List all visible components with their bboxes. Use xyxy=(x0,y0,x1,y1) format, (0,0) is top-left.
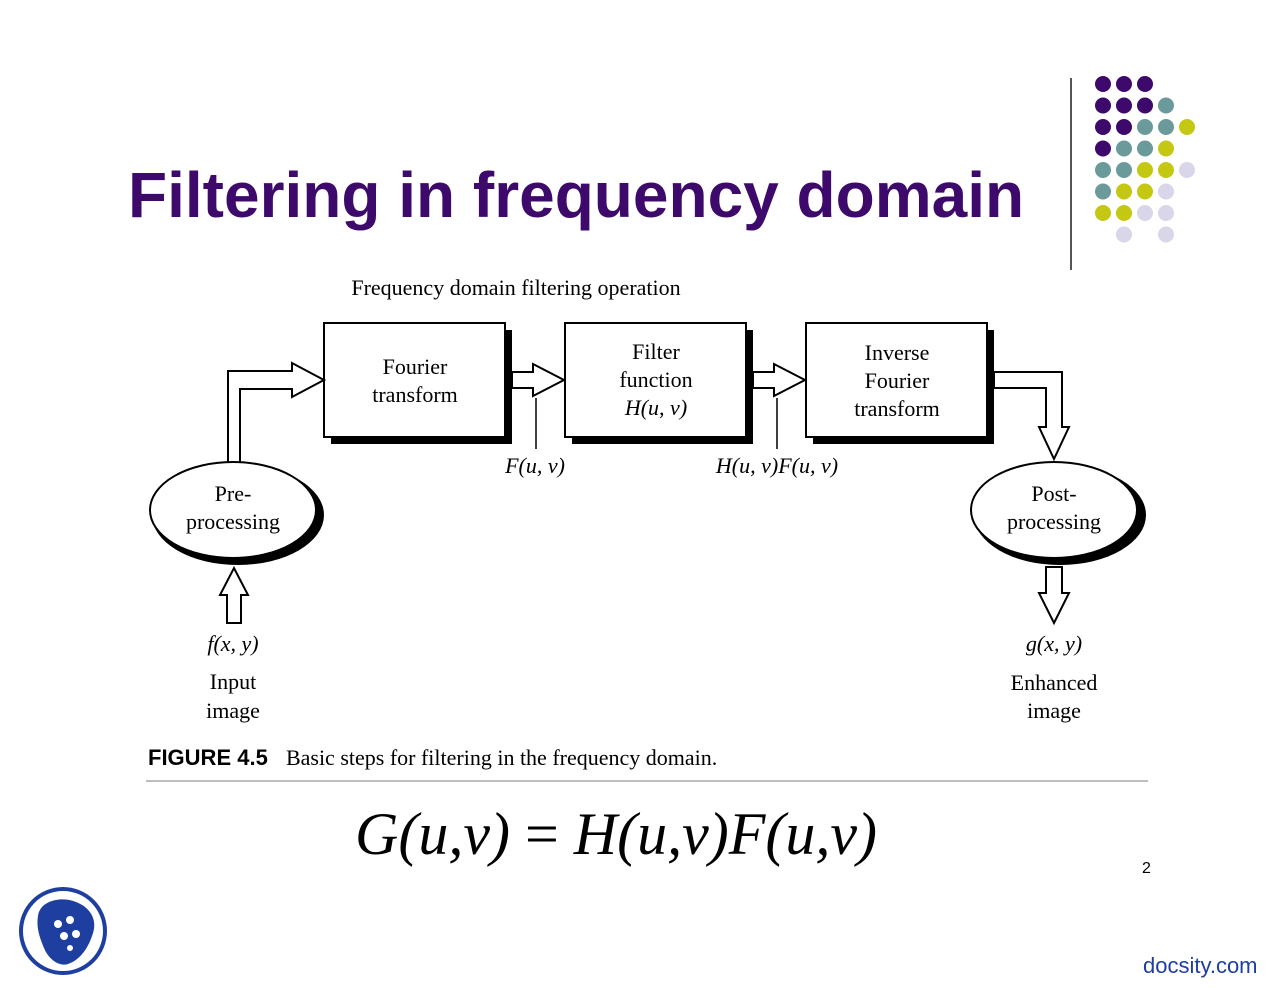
dot xyxy=(1158,140,1174,157)
dot xyxy=(1158,119,1174,135)
dot xyxy=(1095,76,1111,92)
dot xyxy=(1095,119,1111,135)
output-caption-line-2: image xyxy=(1027,698,1081,723)
post-processing-line-1: Post- xyxy=(1031,481,1076,506)
slide-title: Filtering in frequency domain xyxy=(128,159,1025,231)
eq-f: F xyxy=(728,801,766,867)
figure-caption-label: FIGURE 4.5 xyxy=(148,745,268,770)
title-divider xyxy=(1070,78,1072,270)
dot xyxy=(1179,119,1195,135)
pre-processing-ellipse: Pre- processing xyxy=(149,461,317,559)
page-number: 2 xyxy=(1142,860,1151,877)
inverse-fourier-box: Inverse Fourier transform xyxy=(805,322,988,438)
arrow-post-to-output xyxy=(1037,566,1071,626)
dot xyxy=(1116,76,1132,92)
dot xyxy=(1116,119,1132,135)
dot xyxy=(1158,226,1174,243)
dot xyxy=(1158,162,1174,178)
dot xyxy=(1137,97,1153,114)
fourier-transform-box: Fourier transform xyxy=(323,322,506,438)
frequency-filtering-diagram: Frequency domain filtering operation Fou… xyxy=(148,275,1146,770)
post-processing-ellipse: Post- processing xyxy=(970,461,1138,559)
input-signal-label: f(x, y) xyxy=(207,631,258,656)
dot xyxy=(1137,205,1153,221)
dot xyxy=(1116,205,1132,221)
pre-processing-line-1: Pre- xyxy=(215,481,252,506)
inverse-fourier-line-3: transform xyxy=(854,396,940,421)
dot xyxy=(1137,119,1153,135)
dot xyxy=(1137,76,1153,92)
eq-f-args: (u,v) xyxy=(765,801,877,867)
filter-function-line-2: function xyxy=(619,367,692,392)
inverse-fourier-line-2: Fourier xyxy=(865,368,930,393)
docsity-logo-icon xyxy=(19,887,107,975)
filter-function-line-3: H(u, v) xyxy=(624,395,687,420)
post-processing-line-2: processing xyxy=(1007,509,1101,534)
inverse-fourier-line-1: Inverse xyxy=(865,340,930,365)
dot xyxy=(1095,140,1111,157)
dot xyxy=(1116,162,1132,178)
figure-caption-text: Basic steps for filtering in the frequen… xyxy=(286,745,717,770)
dot xyxy=(1116,226,1132,243)
dot xyxy=(1095,205,1111,221)
filter-output-label: H(u, v)F(u, v) xyxy=(715,453,838,478)
dot xyxy=(1137,183,1153,200)
filter-function-line-1: Filter xyxy=(632,339,680,364)
dot xyxy=(1095,183,1111,200)
dot xyxy=(1158,205,1174,221)
eq-lhs-args: (u,v) xyxy=(398,801,510,867)
dot xyxy=(1116,97,1132,114)
dot xyxy=(1116,140,1132,157)
output-caption-line-1: Enhanced xyxy=(1011,670,1098,695)
brand-link[interactable]: docsity.com xyxy=(1143,953,1258,978)
fourier-transform-line-2: transform xyxy=(372,382,458,407)
eq-h-args: (u,v) xyxy=(617,801,729,867)
eq-equals: = xyxy=(524,801,559,867)
dot xyxy=(1116,183,1132,200)
figure-caption: FIGURE 4.5 Basic steps for filtering in … xyxy=(148,745,717,770)
dot-grid-icon xyxy=(1095,76,1195,243)
input-caption-line-2: image xyxy=(206,698,260,723)
eq-h: H xyxy=(573,801,618,867)
output-signal-label: g(x, y) xyxy=(1026,631,1082,656)
dot xyxy=(1137,162,1153,178)
pre-processing-line-2: processing xyxy=(186,509,280,534)
fourier-output-label: F(u, v) xyxy=(504,453,565,478)
filtering-equation: G(u,v) = H(u,v)F(u,v) xyxy=(355,800,877,869)
input-caption-line-1: Input xyxy=(210,669,256,694)
dot xyxy=(1095,162,1111,178)
arrow-pre-to-fourier xyxy=(227,361,327,471)
fourier-transform-line-1: Fourier xyxy=(383,354,448,379)
dot xyxy=(1095,97,1111,114)
arrow-inverse-to-post xyxy=(993,371,1071,462)
caption-rule xyxy=(146,780,1148,782)
arrow-input-to-pre xyxy=(218,565,250,624)
eq-g: G xyxy=(355,801,399,867)
dot xyxy=(1158,183,1174,200)
figure-heading: Frequency domain filtering operation xyxy=(351,275,680,300)
dot xyxy=(1158,97,1174,114)
arrow-filter-to-inverse xyxy=(752,362,808,398)
dot xyxy=(1137,140,1153,157)
dot xyxy=(1179,162,1195,178)
filter-function-box: Filter function H(u, v) xyxy=(564,322,747,438)
arrow-fourier-to-filter xyxy=(511,362,567,398)
